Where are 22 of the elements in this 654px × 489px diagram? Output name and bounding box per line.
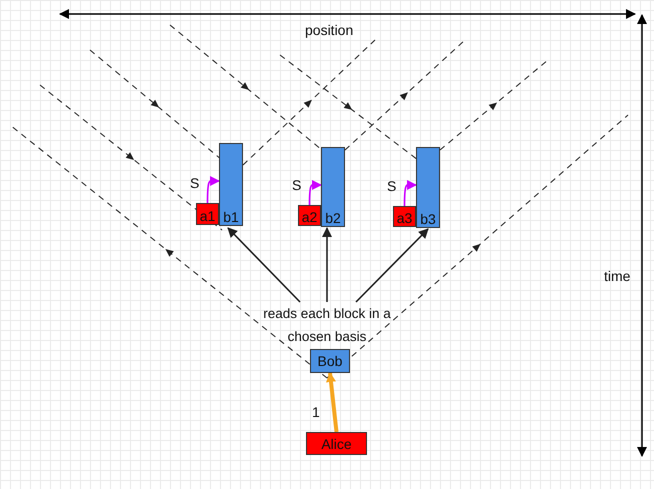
- party-box: Alice: [306, 432, 367, 455]
- qubit-block: a2: [298, 205, 321, 226]
- edge-label: S: [190, 175, 200, 191]
- edge-label: 1: [312, 404, 320, 420]
- axis-label: position: [305, 22, 354, 38]
- axis-label: time: [604, 268, 630, 284]
- edge-label: S: [292, 177, 302, 193]
- arrow: [227, 227, 301, 303]
- arrow: [206, 176, 220, 203]
- arrow: [355, 228, 429, 303]
- qubit-block: b1: [219, 143, 243, 226]
- arrow: [326, 372, 338, 432]
- arrow: [322, 227, 332, 302]
- arrow: [404, 180, 417, 206]
- edge-label: S: [387, 178, 396, 194]
- qubit-block: a3: [393, 206, 416, 227]
- qubit-block: b3: [416, 147, 440, 228]
- qubit-block: a1: [196, 203, 219, 225]
- arrow: [308, 180, 322, 205]
- qubit-block: b2: [321, 147, 345, 227]
- party-box: Bob: [310, 349, 350, 373]
- note-text: reads each block in a chosen basis: [257, 302, 397, 348]
